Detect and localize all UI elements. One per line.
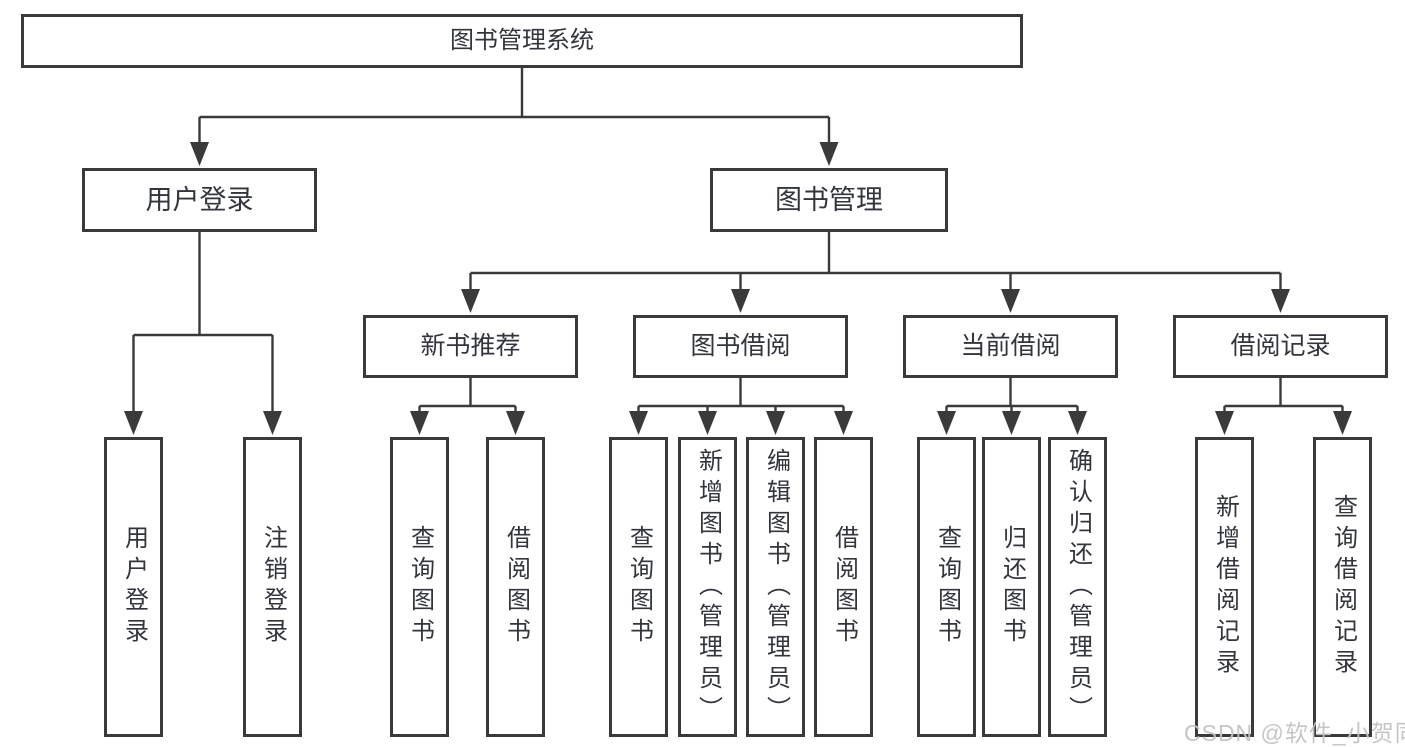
arrow-down-icon (766, 411, 785, 435)
leaf-add-books-admin-label: 新增图书（管理员） (694, 447, 722, 727)
node-book-borrow: 图书借阅 (633, 315, 848, 378)
leaf-add-borrow-record-label: 新增借阅记录 (1211, 494, 1239, 680)
leaf-borrow-query-books: 查询图书 (609, 437, 668, 737)
leaf-borrow-books: 借阅图书 (814, 437, 873, 737)
leaf-recommend-query-books: 查询图书 (390, 437, 449, 737)
arrow-down-icon (410, 411, 429, 435)
node-book-management-label: 图书管理 (775, 184, 883, 215)
leaf-borrow-books-label: 借阅图书 (830, 525, 858, 649)
arrow-down-icon (1002, 411, 1021, 435)
arrow-down-icon (1215, 411, 1234, 435)
leaf-edit-books-admin: 编辑图书（管理员） (746, 437, 805, 737)
node-new-book-recommend-label: 新书推荐 (420, 332, 521, 360)
leaf-query-borrow-record-label: 查询借阅记录 (1329, 494, 1357, 680)
leaf-query-borrow-record: 查询借阅记录 (1313, 437, 1372, 737)
leaf-return-books-label: 归还图书 (998, 525, 1026, 649)
node-borrow-records: 借阅记录 (1173, 315, 1388, 378)
arrow-down-icon (1271, 289, 1290, 313)
leaf-recommend-query-books-label: 查询图书 (406, 525, 434, 649)
arrow-down-icon (506, 411, 525, 435)
leaf-confirm-return-admin: 确认归还（管理员） (1048, 437, 1107, 737)
arrow-down-icon (731, 289, 750, 313)
node-user-login-label: 用户登录 (145, 184, 254, 215)
leaf-recommend-borrow-books-label: 借阅图书 (502, 525, 530, 649)
leaf-borrow-query-books-label: 查询图书 (625, 525, 653, 649)
leaf-logout-label: 注销登录 (259, 525, 287, 649)
leaf-add-books-admin: 新增图书（管理员） (678, 437, 737, 737)
connector-root-to-level2 (198, 68, 831, 144)
arrow-down-icon (263, 411, 282, 435)
csdn-watermark: CSDN @软件_小贺同学 (1184, 720, 1405, 746)
leaf-user-login: 用户登录 (104, 437, 163, 737)
leaf-confirm-return-admin-label: 确认归还（管理员） (1064, 447, 1092, 727)
leaf-return-books: 归还图书 (982, 437, 1041, 737)
leaf-recommend-borrow-books: 借阅图书 (486, 437, 545, 737)
connector-book-management-children (469, 232, 1282, 291)
leaf-current-query-books-label: 查询图书 (933, 525, 961, 649)
arrow-down-icon (1068, 411, 1087, 435)
arrow-down-icon (629, 411, 648, 435)
node-current-borrow: 当前借阅 (903, 315, 1118, 378)
arrow-down-icon (937, 411, 956, 435)
leaf-edit-books-admin-label: 编辑图书（管理员） (762, 447, 790, 727)
arrow-down-icon (1333, 411, 1352, 435)
connector-book-borrow-children (637, 378, 845, 413)
arrow-down-icon (834, 411, 853, 435)
connector-borrow-records-children (1223, 378, 1344, 413)
connector-new-book-children (418, 378, 517, 413)
arrow-down-icon (819, 142, 839, 166)
arrow-down-icon (1001, 289, 1020, 313)
leaf-logout: 注销登录 (243, 437, 302, 737)
node-current-borrow-label: 当前借阅 (960, 332, 1061, 360)
node-root: 图书管理系统 (21, 14, 1023, 68)
node-book-borrow-label: 图书借阅 (690, 332, 791, 360)
arrow-down-icon (698, 411, 717, 435)
connector-user-login-children (132, 232, 274, 413)
arrow-down-icon (190, 142, 209, 166)
connector-current-borrow-children (945, 378, 1079, 413)
node-borrow-records-label: 借阅记录 (1230, 332, 1331, 360)
node-book-management: 图书管理 (710, 168, 948, 232)
leaf-add-borrow-record: 新增借阅记录 (1195, 437, 1254, 737)
node-user-login: 用户登录 (82, 168, 317, 232)
arrow-down-icon (461, 289, 480, 313)
node-new-book-recommend: 新书推荐 (363, 315, 578, 378)
node-root-label: 图书管理系统 (450, 27, 594, 54)
leaf-user-login-label: 用户登录 (120, 525, 148, 649)
leaf-current-query-books: 查询图书 (917, 437, 976, 737)
arrow-down-icon (124, 411, 143, 435)
